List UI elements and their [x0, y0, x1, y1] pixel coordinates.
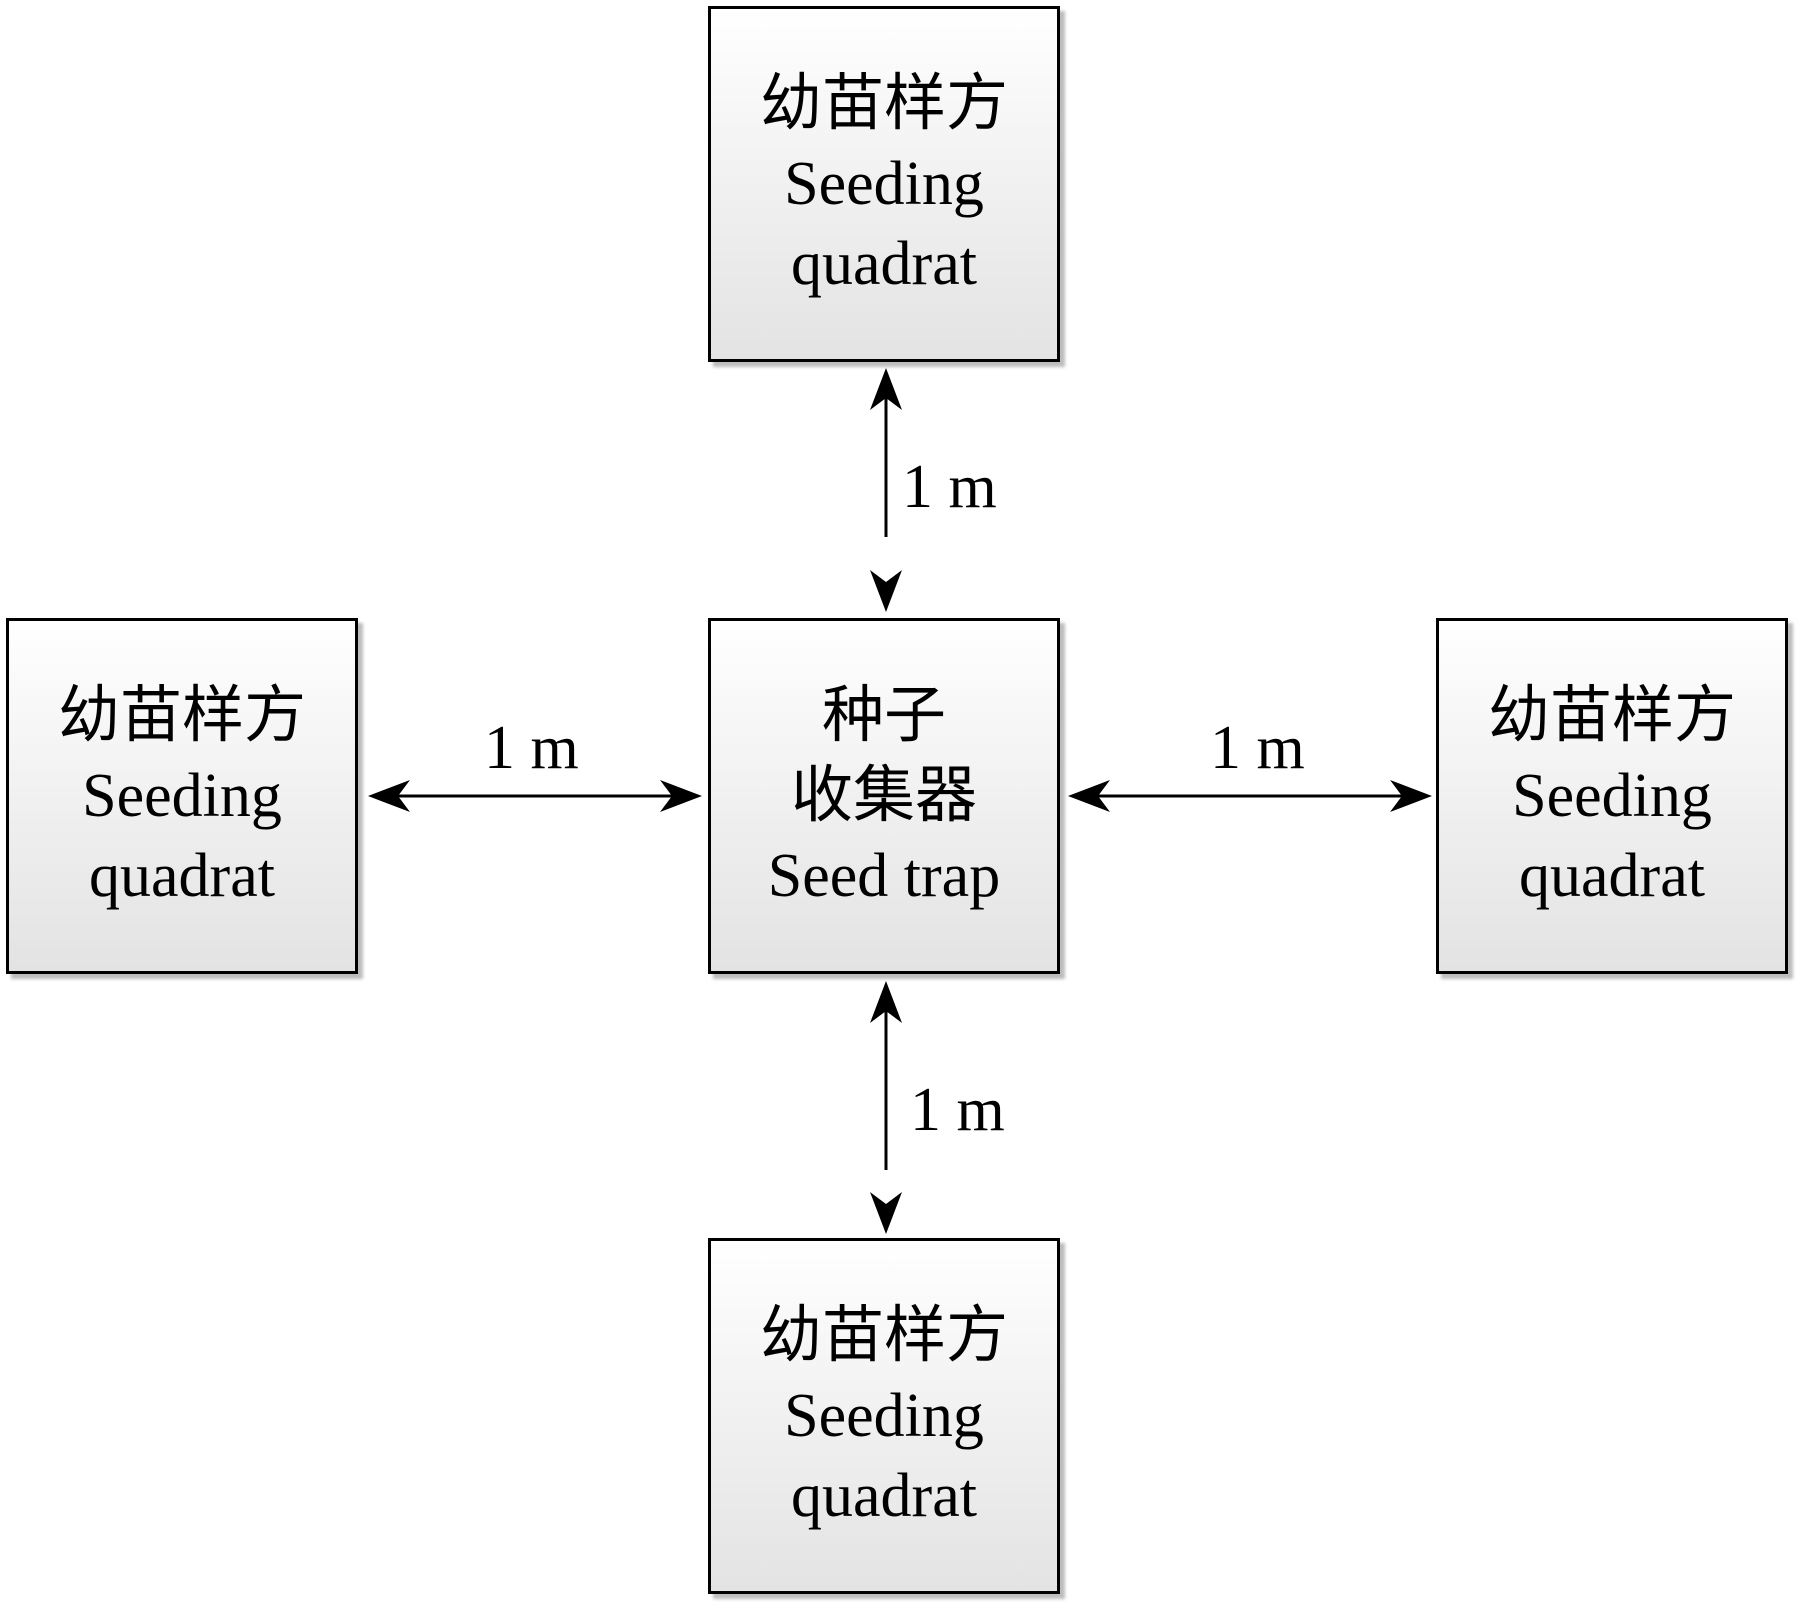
distance-label-top: 1 m	[902, 453, 997, 521]
seedling-quadrat-left: 幼苗样方 Seeding quadrat	[6, 618, 358, 974]
seed-trap-en: Seed trap	[767, 842, 1001, 910]
seed-trap-zh-line1: 种子	[821, 682, 946, 750]
quadrat-top-en-line1: Seeding	[784, 150, 984, 218]
quadrat-left-en-line2: quadrat	[89, 842, 275, 910]
quadrat-right-en-line2: quadrat	[1519, 842, 1705, 910]
quadrat-bottom-en-line1: Seeding	[784, 1382, 984, 1450]
seed-trap-box: 种子 收集器 Seed trap	[708, 618, 1060, 974]
quadrat-right-en-line1: Seeding	[1512, 762, 1712, 830]
distance-label-left: 1 m	[484, 714, 579, 782]
quadrat-bottom-en-line2: quadrat	[791, 1462, 977, 1530]
quadrat-left-en-line1: Seeding	[82, 762, 282, 830]
arrow-right	[1068, 780, 1432, 812]
distance-label-bottom: 1 m	[910, 1076, 1005, 1144]
quadrat-left-zh: 幼苗样方	[57, 682, 306, 750]
distance-label-right: 1 m	[1210, 714, 1305, 782]
quadrat-top-en-line2: quadrat	[791, 230, 977, 298]
quadrat-right-zh: 幼苗样方	[1487, 682, 1736, 750]
seed-trap-zh-line2: 收集器	[790, 762, 977, 830]
seedling-quadrat-top: 幼苗样方 Seeding quadrat	[708, 6, 1060, 362]
arrow-left	[368, 780, 702, 812]
seedling-quadrat-bottom: 幼苗样方 Seeding quadrat	[708, 1238, 1060, 1594]
quadrat-top-zh: 幼苗样方	[759, 70, 1008, 138]
arrow-bottom	[870, 981, 902, 1234]
seedling-quadrat-right: 幼苗样方 Seeding quadrat	[1436, 618, 1788, 974]
arrow-top	[870, 368, 902, 612]
quadrat-bottom-zh: 幼苗样方	[759, 1302, 1008, 1370]
